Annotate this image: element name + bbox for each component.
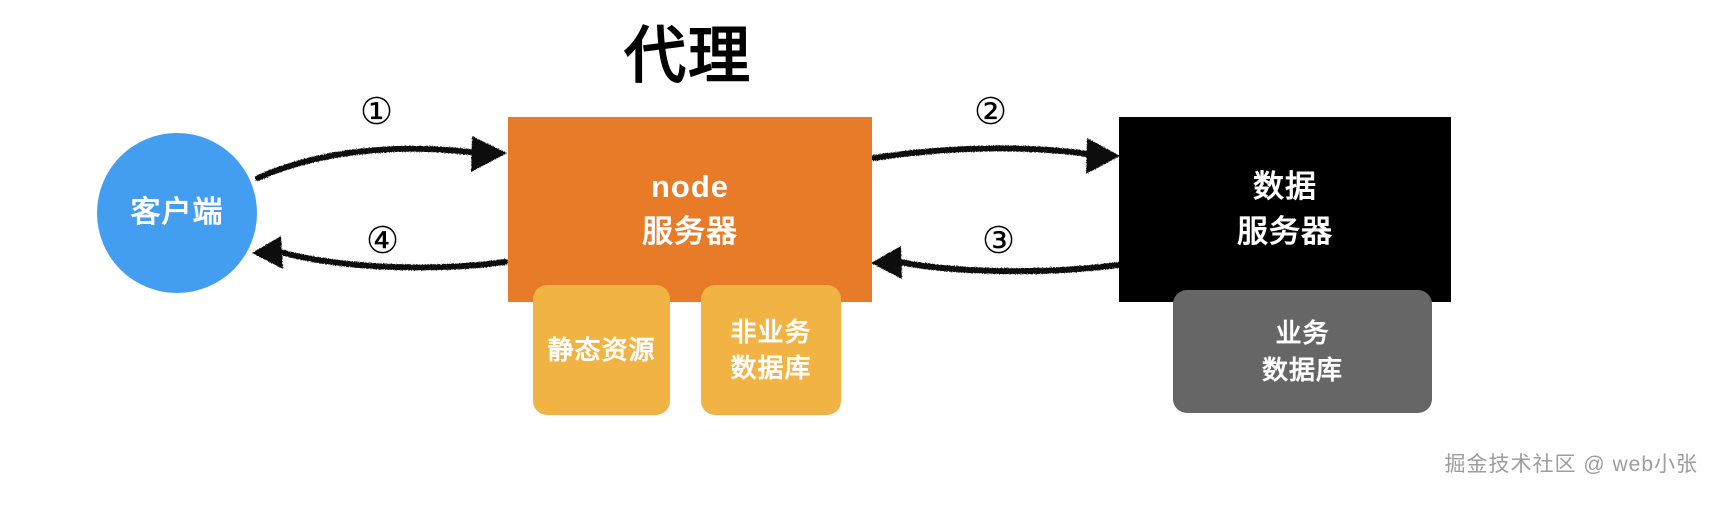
node-node-server-label-line2: 服务器 <box>642 213 738 249</box>
sub-box-non-business-db: 非业务 数据库 <box>701 285 841 415</box>
step-marker-3: ③ <box>982 219 1016 262</box>
node-node-server-label-line1: node <box>650 168 730 204</box>
node-data-server-label-line1: 数据 <box>1253 168 1317 204</box>
sub-box-business-db: 业务 数据库 <box>1173 290 1432 413</box>
sub-box-static-resource-label: 静态资源 <box>547 334 656 365</box>
sub-box-business-db-label-line2: 数据库 <box>1261 354 1343 385</box>
step-marker-2: ② <box>974 90 1008 133</box>
watermark: 掘金技术社区 @ web小张 <box>1444 453 1698 476</box>
node-node-server: node 服务器 <box>508 117 872 302</box>
sub-box-non-business-db-label-line2: 数据库 <box>730 353 812 383</box>
node-client-label: 客户端 <box>130 196 224 229</box>
step-marker-4: ④ <box>366 219 400 262</box>
page-title: 代理 <box>624 22 753 91</box>
sub-box-business-db-label-line1: 业务 <box>1275 318 1330 349</box>
sub-box-non-business-db-label-line1: 非业务 <box>730 316 812 347</box>
node-data-server: 数据 服务器 <box>1119 117 1451 302</box>
step-marker-1: ① <box>360 90 394 133</box>
sub-box-static-resource: 静态资源 <box>533 285 670 415</box>
node-data-server-label-line2: 服务器 <box>1237 213 1333 249</box>
node-client: 客户端 <box>97 133 257 293</box>
